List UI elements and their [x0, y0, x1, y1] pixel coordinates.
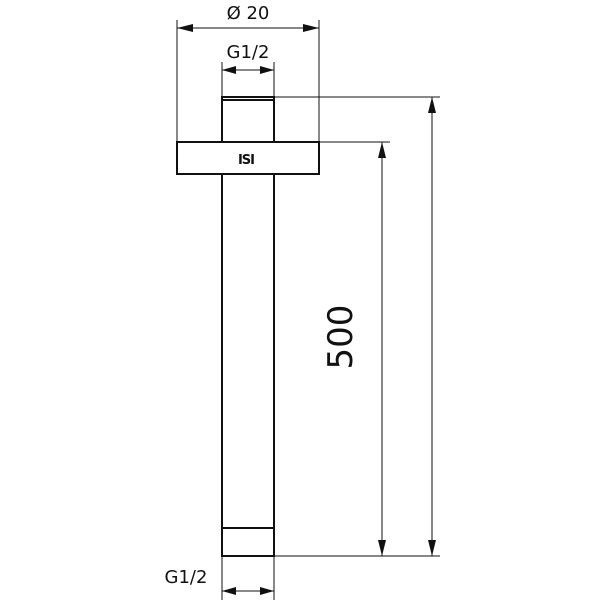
bottom-thread-label: G1/2	[165, 567, 208, 588]
top-thread-section	[221, 96, 275, 143]
flange-diameter-label: Ø 20	[227, 3, 270, 24]
top-thread-label: G1/2	[227, 42, 270, 63]
shower-arm: ISI	[176, 96, 320, 557]
length-label: 500	[321, 305, 361, 370]
brand-logo-text: ISI	[238, 153, 254, 168]
arm-pipe	[221, 99, 275, 557]
bottom-thread-section	[221, 527, 275, 557]
dimension-flange-diameter: Ø 20	[176, 3, 320, 142]
dimension-top-thread: G1/2	[221, 42, 275, 97]
dimension-bottom-thread: G1/2	[165, 556, 275, 600]
dimension-length-500: 500	[274, 141, 440, 557]
brand-logo: ISI	[235, 150, 257, 168]
dimension-overall-length	[274, 96, 440, 556]
